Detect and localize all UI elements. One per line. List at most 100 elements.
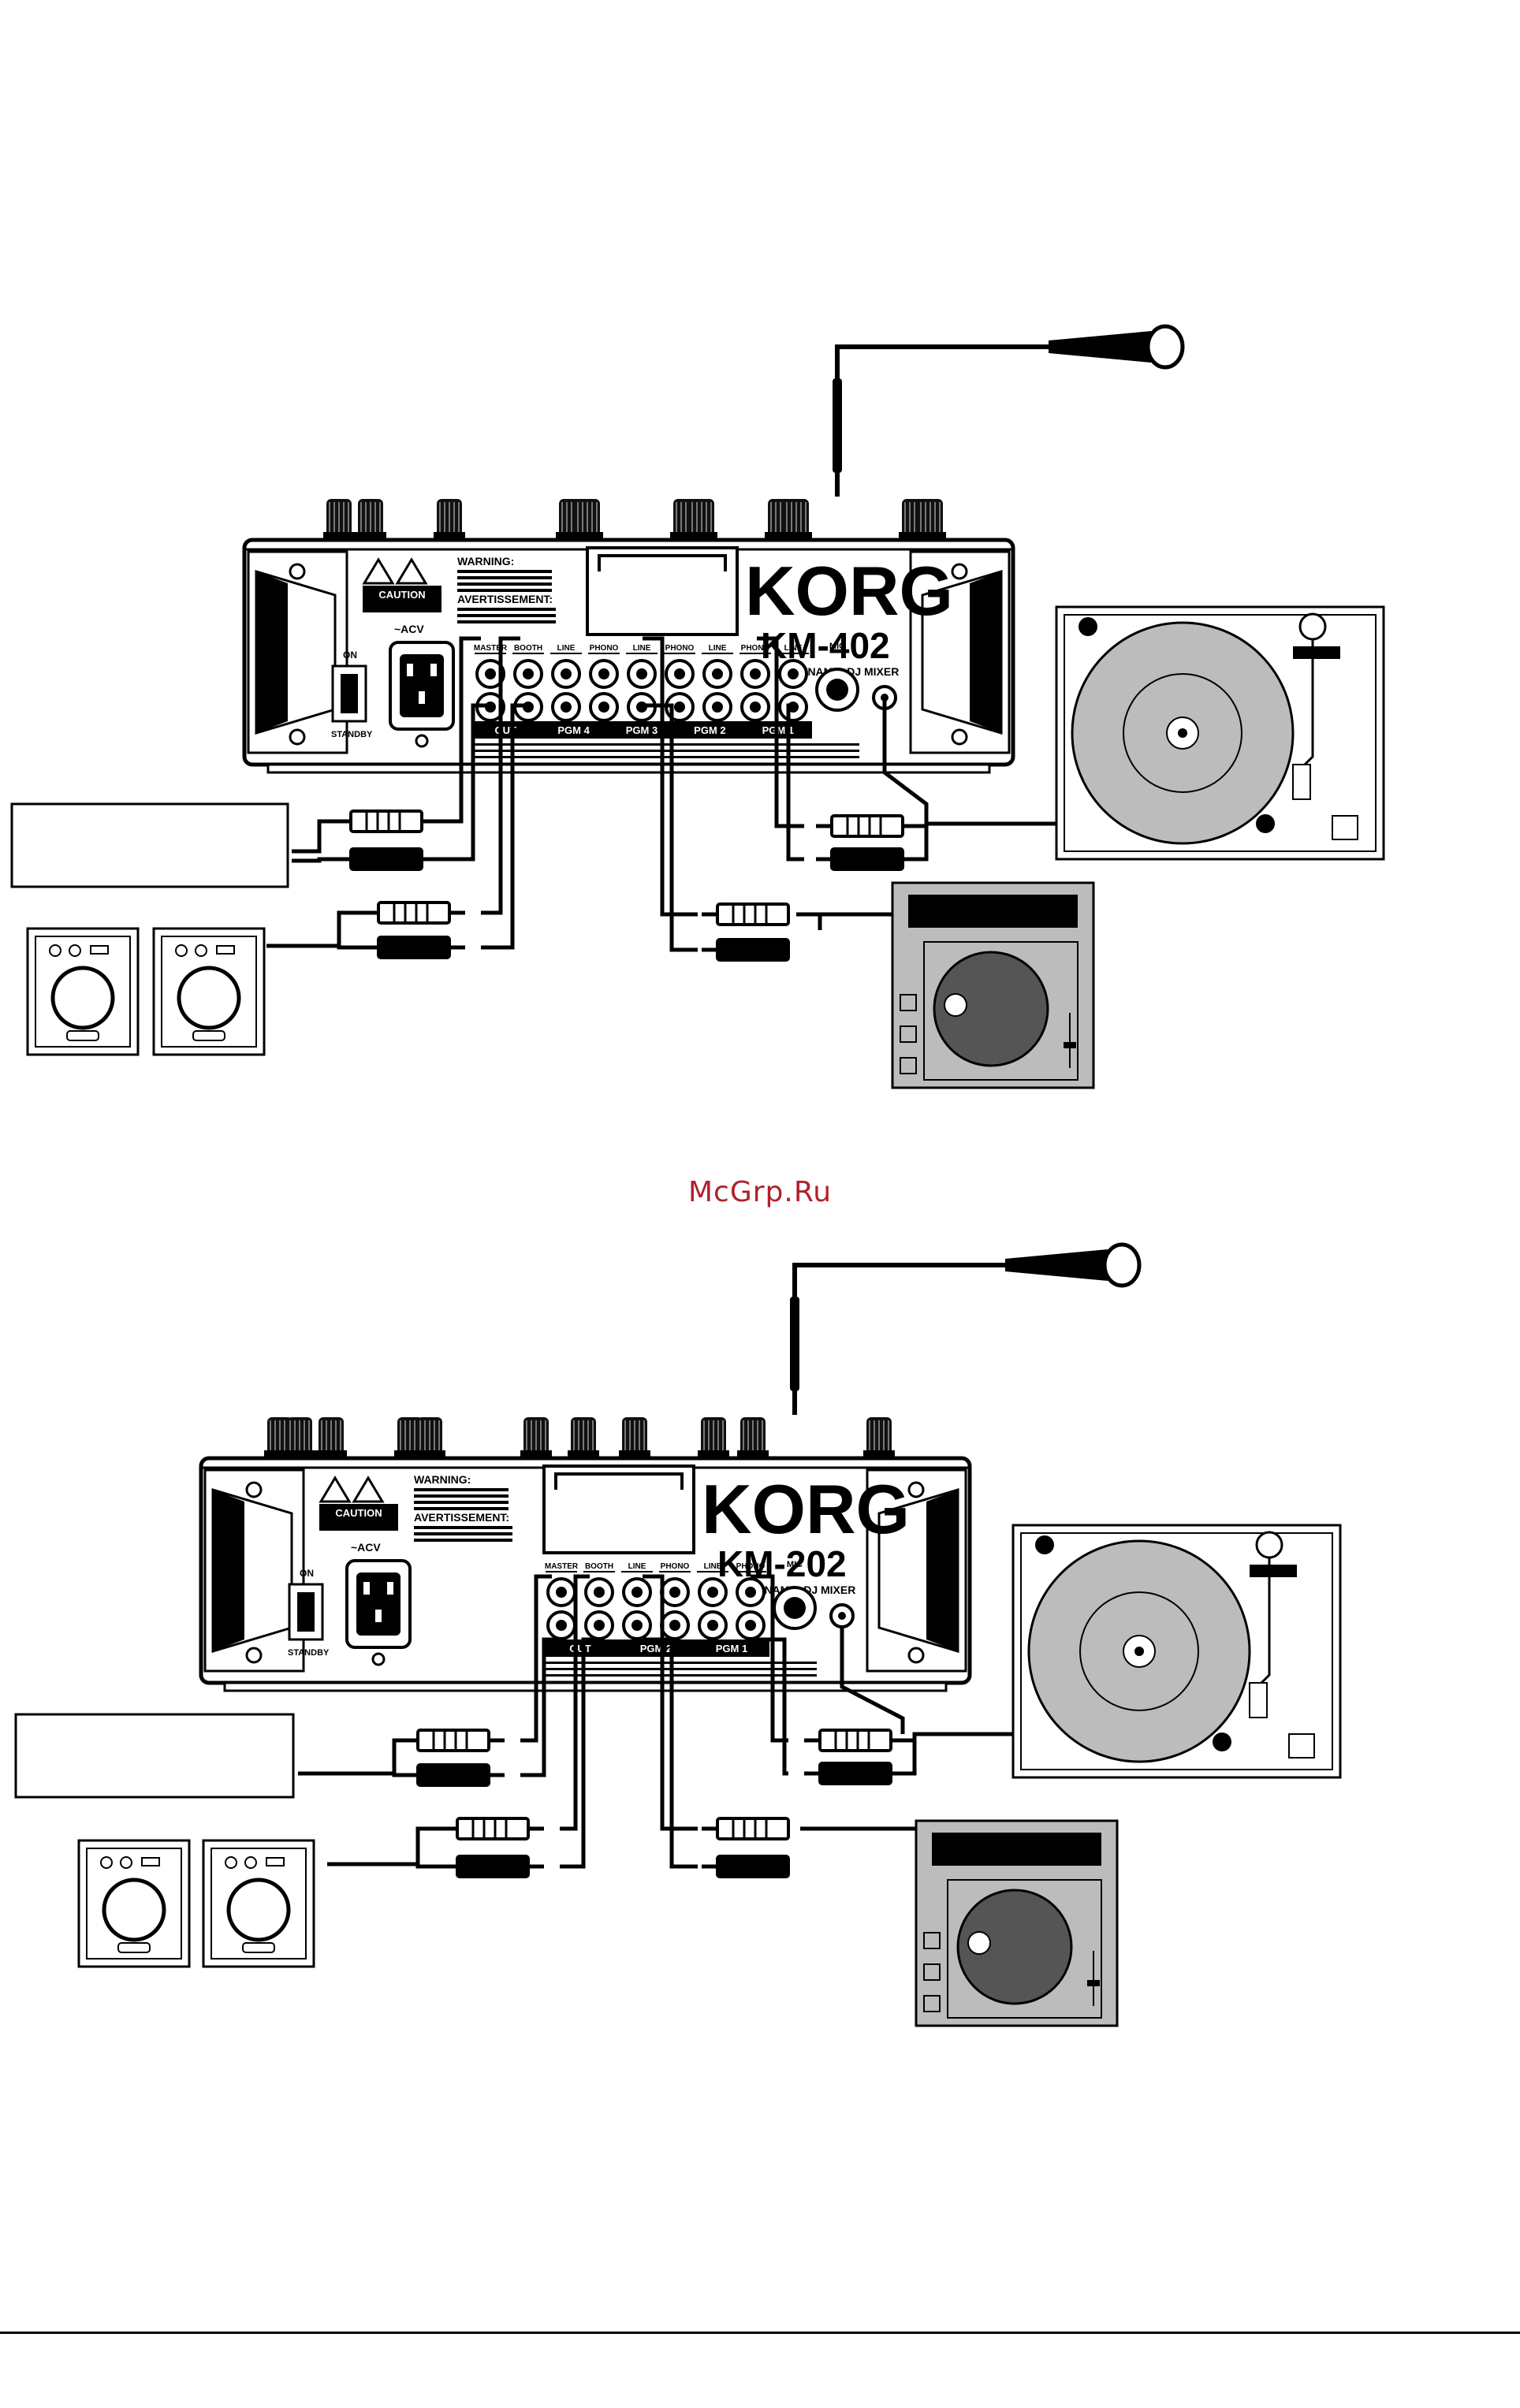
knob-base: [520, 1450, 552, 1458]
tt-cable-jack-a: [751, 1574, 788, 1743]
section-label: PGM 2: [640, 1643, 672, 1654]
speaker-dial: [69, 944, 81, 957]
mic-plug-tip: [792, 1391, 797, 1415]
speaker-icon: [77, 1839, 191, 1968]
top-knob: [568, 1417, 599, 1458]
knob-base: [737, 1450, 769, 1458]
cd-button: [923, 1995, 941, 2012]
left-side-bracket: [203, 1468, 305, 1673]
top-knob: [315, 1417, 347, 1458]
rca-plug-body: [716, 1817, 790, 1840]
ac-pin: [407, 664, 413, 676]
avertissement-text-line: [457, 614, 556, 617]
avertissement-label: AVERTISSEMENT:: [457, 593, 553, 605]
rca-jack-center: [594, 1587, 605, 1598]
screw-icon: [951, 563, 968, 580]
screw-icon: [289, 563, 306, 580]
tonearm-headshell: [1292, 764, 1311, 800]
knob-base: [264, 1450, 296, 1458]
avertissement-text-line: [414, 1532, 512, 1535]
rca-plug-white: [702, 903, 790, 926]
on-label: ON: [300, 1568, 314, 1579]
microphone: [833, 324, 1185, 497]
rca-plug-white: [702, 1817, 790, 1840]
display-cutout: [586, 546, 739, 636]
speaker-dial: [175, 944, 188, 957]
caution-label: CAUTION: [378, 589, 425, 601]
spindle: [1134, 1647, 1144, 1656]
top-knob: [863, 1417, 895, 1458]
ac-pin: [363, 1582, 370, 1595]
rca-plug-black: [816, 847, 904, 871]
notice-text-line: [542, 1674, 817, 1677]
notice-text-line: [542, 1662, 817, 1664]
avertissement-text-line: [457, 620, 556, 623]
warning-text-line: [457, 570, 552, 573]
cd-button: [900, 1025, 917, 1043]
rca-plug-body: [416, 1729, 490, 1752]
knob-base: [414, 1450, 445, 1458]
ac-inlet-socket: [356, 1572, 400, 1636]
caution-box: [319, 1504, 398, 1531]
booth-cable-jack-b: [560, 1637, 599, 1869]
jack-label: LINE: [704, 1562, 722, 1571]
jog-wheel: [956, 1889, 1073, 2005]
cd-player-icon: [891, 881, 1095, 1089]
ac-pin: [419, 691, 425, 704]
screw-icon: [415, 734, 429, 748]
start-button: [1035, 1535, 1054, 1554]
booth-cable-upper: [327, 1826, 457, 1866]
rca-plug-white: [349, 809, 438, 833]
rca-plug-black: [702, 1855, 790, 1878]
speaker-button: [90, 945, 109, 955]
ground-wire: [840, 1628, 905, 1734]
rca-plug-white: [816, 814, 904, 838]
jack-label: LINE: [628, 1562, 646, 1571]
rca-jack-center: [707, 1620, 718, 1631]
turntable-pitch-box: [1332, 815, 1358, 840]
booth-cable-jack-a: [481, 636, 520, 915]
rca-jack-center: [636, 668, 647, 679]
ac-inlet-socket: [400, 654, 444, 717]
rca-jack-center: [556, 1620, 567, 1631]
jog-dimple: [944, 993, 967, 1017]
ac-pin: [387, 1582, 393, 1595]
cd-player-icon: [915, 1819, 1119, 2027]
jack-label: LINE: [633, 644, 651, 653]
speaker-icon: [152, 927, 266, 1056]
ac-pin: [430, 664, 437, 676]
knob-base: [619, 1450, 650, 1458]
warning-text-line: [414, 1494, 509, 1498]
avertissement-text-line: [414, 1539, 512, 1542]
cd-button: [900, 994, 917, 1011]
jog-wheel: [933, 951, 1049, 1067]
knob-base: [915, 532, 946, 540]
warning-text-line: [414, 1501, 509, 1504]
bracket-shadow: [213, 1490, 244, 1651]
mic-jack-center: [826, 679, 848, 701]
cd-button: [923, 1963, 941, 1981]
cd-cable-jack-a: [643, 1574, 698, 1831]
turntable-icon: [1055, 605, 1385, 861]
section-label: OUT: [569, 1643, 591, 1654]
tonearm-pivot: [1255, 1531, 1283, 1559]
knob-base: [686, 532, 717, 540]
speed-button: [1213, 1732, 1231, 1751]
mic-plug: [833, 378, 842, 473]
bracket-shadow: [970, 571, 1001, 733]
km402-connection-diagram: CAUTIONWARNING:AVERTISSEMENT:~ACVONSTAND…: [10, 324, 1385, 1089]
ground-wire: [882, 698, 929, 824]
exclamation-warning-icon: [395, 557, 428, 585]
record-label-ring: [1123, 673, 1242, 793]
display-cutout: [542, 1465, 695, 1554]
top-knob: [572, 499, 603, 540]
lightning-warning-icon: [362, 557, 395, 585]
notice-text-line: [542, 1668, 817, 1670]
booth-cable-lower: [266, 943, 378, 950]
